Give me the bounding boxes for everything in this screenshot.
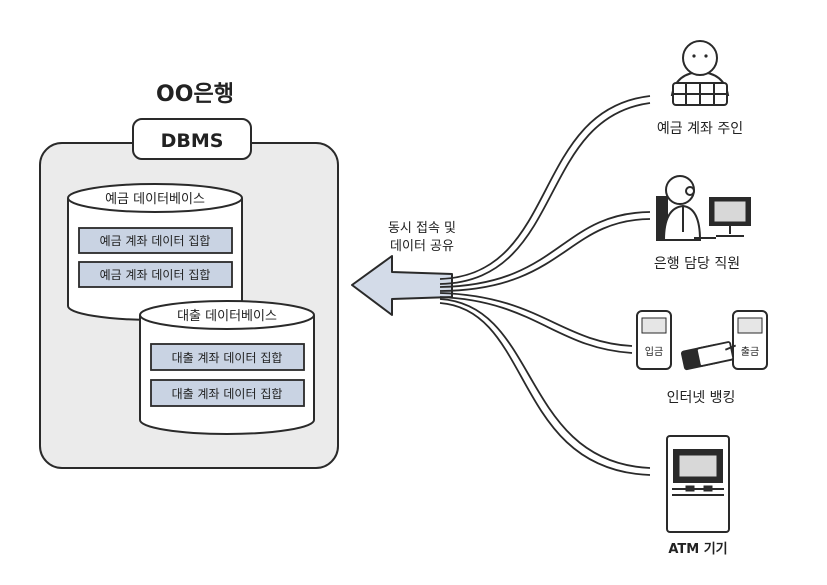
- internet-banking-label: 인터넷 뱅킹: [667, 390, 736, 406]
- money-card-icon: [680, 341, 737, 371]
- line-to-atm-inner: [439, 302, 651, 476]
- loan-data-set-2: [150, 379, 305, 407]
- loan-data-set-1-label: 대출 계좌 데이터 집합: [172, 351, 283, 365]
- loan-database-name: 대출 데이터베이스: [177, 309, 277, 324]
- atm-illustration: [666, 435, 730, 533]
- connection-lines: [439, 95, 651, 476]
- deposit-data-set-2: [78, 261, 233, 288]
- deposit-data-set-1-label: 예금 계좌 데이터 집합: [100, 234, 211, 248]
- bank-staff-label: 은행 담당 직원: [654, 256, 740, 272]
- loan-data-set-2-label: 대출 계좌 데이터 집합: [172, 387, 283, 401]
- account-owner-label: 예금 계좌 주인: [657, 121, 743, 137]
- access-label-line1: 동시 접속 및: [388, 221, 456, 236]
- line-to-internet-banking-inner: [439, 296, 633, 354]
- line-to-account-owner: [439, 95, 651, 280]
- loan-data-set-1: [150, 343, 305, 371]
- deposit-data-set-2-label: 예금 계좌 데이터 집합: [100, 268, 211, 282]
- account-owner-eye-right: [704, 54, 708, 58]
- line-to-bank-staff: [439, 211, 651, 288]
- deposit-data-set-1: [78, 227, 233, 254]
- line-to-atm: [439, 298, 651, 469]
- access-label-line2: 데이터 공유: [390, 239, 454, 254]
- bank-staff-illustration: [656, 175, 751, 241]
- account-owner-eye-left: [692, 54, 696, 58]
- access-arrow: [351, 255, 453, 316]
- phone-withdraw: [732, 310, 768, 370]
- bank-title: OO은행: [156, 82, 234, 107]
- phone-withdraw-label: 출금: [741, 346, 759, 358]
- phone-deposit-label: 입금: [645, 345, 663, 358]
- dbms-label: DBMS: [161, 130, 224, 152]
- atm-label: ATM 기기: [668, 542, 727, 557]
- deposit-database-name: 예금 데이터베이스: [105, 192, 205, 207]
- phone-deposit: [636, 310, 672, 370]
- account-owner-illustration: [670, 40, 730, 106]
- dbms-tab: [132, 118, 252, 160]
- line-to-internet-banking: [439, 292, 633, 347]
- line-to-account-owner-inner: [439, 102, 651, 285]
- line-to-bank-staff-inner: [439, 218, 651, 292]
